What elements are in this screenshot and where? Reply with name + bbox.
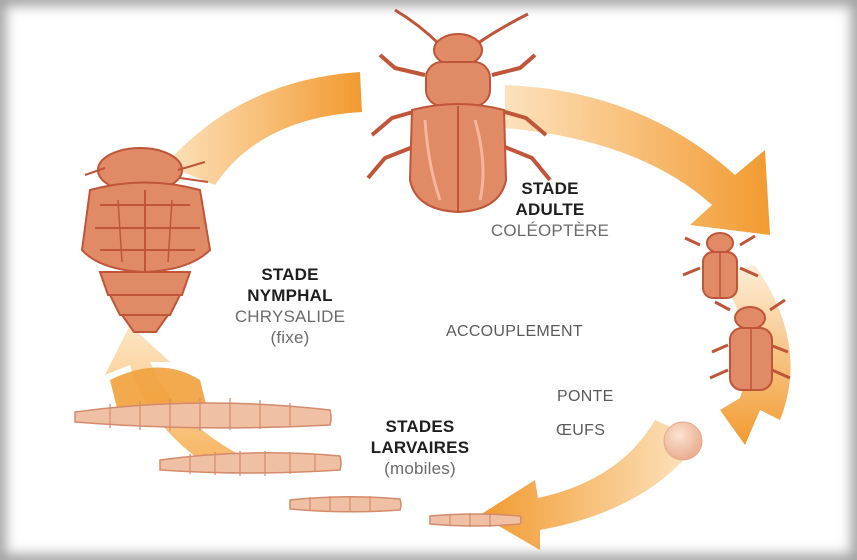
egg-icon (664, 422, 702, 460)
adult-stage-line2: ADULTE (440, 199, 660, 220)
larval-stage-line1: STADES (330, 416, 510, 437)
arrow-nymph-to-adult (165, 72, 362, 185)
adult-stage-line3: COLÉOPTÈRE (440, 220, 660, 241)
nymph-stage-line2: NYMPHAL (190, 285, 390, 306)
larva-small (290, 496, 401, 512)
larval-stage-line2: LARVAIRES (330, 437, 510, 458)
larva-tiny (430, 513, 521, 527)
larva-large (75, 398, 331, 431)
nymph-stage-line1: STADE (190, 264, 390, 285)
larval-stage-line3: (mobiles) (330, 458, 510, 479)
adult-stage-label: STADE ADULTE COLÉOPTÈRE (440, 178, 660, 241)
larva-medium (160, 451, 341, 476)
larval-stage-label: STADES LARVAIRES (mobiles) (330, 416, 510, 479)
nymph-stage-line4: (fixe) (190, 327, 390, 348)
nymph-stage-label: STADE NYMPHAL CHRYSALIDE (fixe) (190, 264, 390, 348)
laying-label: PONTE (557, 388, 614, 406)
nymph-stage-line3: CHRYSALIDE (190, 306, 390, 327)
eggs-label: ŒUFS (556, 422, 605, 440)
mating-label: ACCOUPLEMENT (446, 323, 583, 341)
adult-stage-line1: STADE (440, 178, 660, 199)
